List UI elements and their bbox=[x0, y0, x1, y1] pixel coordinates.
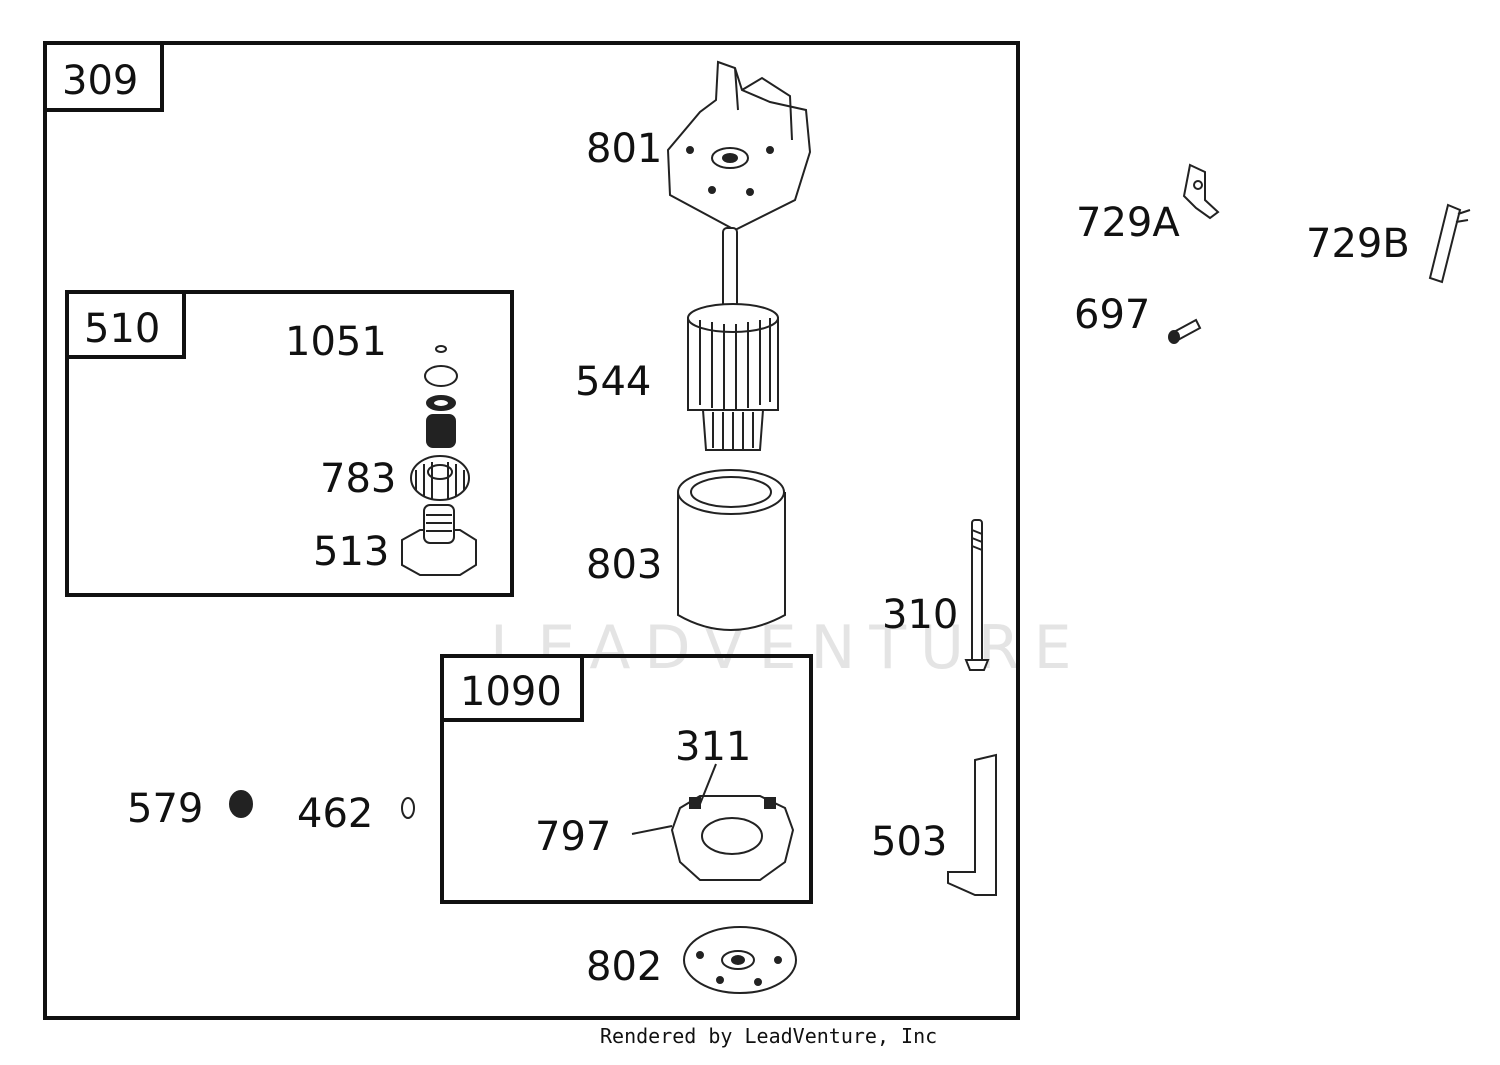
callout-579[interactable]: 579 bbox=[127, 786, 203, 832]
kit-510-tag bbox=[65, 290, 186, 359]
part-513-drawing[interactable] bbox=[401, 504, 477, 576]
callout-802[interactable]: 802 bbox=[586, 944, 662, 990]
callout-729b[interactable]: 729B bbox=[1306, 221, 1410, 267]
callout-503[interactable]: 503 bbox=[871, 819, 947, 865]
callout-309[interactable]: 309 bbox=[62, 58, 138, 104]
part-310-drawing[interactable] bbox=[964, 519, 990, 671]
part-729a-drawing[interactable] bbox=[1182, 163, 1220, 220]
part-503-drawing[interactable] bbox=[947, 753, 997, 896]
callout-513[interactable]: 513 bbox=[313, 529, 389, 575]
callout-1051[interactable]: 1051 bbox=[285, 319, 387, 365]
part-797-drawing[interactable] bbox=[631, 795, 795, 881]
leader-311 bbox=[699, 763, 717, 805]
callout-697[interactable]: 697 bbox=[1074, 292, 1150, 338]
part-462-drawing[interactable] bbox=[401, 797, 415, 819]
part-803-drawing[interactable] bbox=[677, 469, 786, 631]
kit-1090-frame bbox=[440, 654, 813, 904]
kit-1090-tag bbox=[440, 654, 584, 722]
callout-783[interactable]: 783 bbox=[320, 456, 396, 502]
callout-1090[interactable]: 1090 bbox=[460, 669, 562, 715]
callout-311[interactable]: 311 bbox=[675, 724, 751, 770]
part-544-drawing[interactable] bbox=[687, 227, 779, 451]
callout-462[interactable]: 462 bbox=[297, 791, 373, 837]
part-1051-drawing[interactable] bbox=[424, 345, 458, 448]
callout-544[interactable]: 544 bbox=[575, 359, 651, 405]
part-697-drawing[interactable] bbox=[1168, 318, 1202, 344]
part-579-drawing[interactable] bbox=[229, 790, 253, 818]
part-802-drawing[interactable] bbox=[683, 926, 797, 994]
part-729b-drawing[interactable] bbox=[1428, 203, 1471, 284]
callout-729a[interactable]: 729A bbox=[1076, 200, 1180, 246]
callout-803[interactable]: 803 bbox=[586, 542, 662, 588]
callout-801[interactable]: 801 bbox=[586, 126, 662, 172]
rendered-by-credit: Rendered by LeadVenture, Inc bbox=[600, 1024, 937, 1048]
kit-510-frame bbox=[65, 290, 514, 597]
part-783-drawing[interactable] bbox=[410, 455, 470, 501]
assembly-309-frame bbox=[43, 41, 1020, 1020]
assembly-309-tag bbox=[43, 41, 164, 112]
callout-797[interactable]: 797 bbox=[535, 814, 611, 860]
callout-310[interactable]: 310 bbox=[882, 592, 958, 638]
callout-510[interactable]: 510 bbox=[84, 306, 160, 352]
part-801-drawing[interactable] bbox=[666, 60, 812, 232]
